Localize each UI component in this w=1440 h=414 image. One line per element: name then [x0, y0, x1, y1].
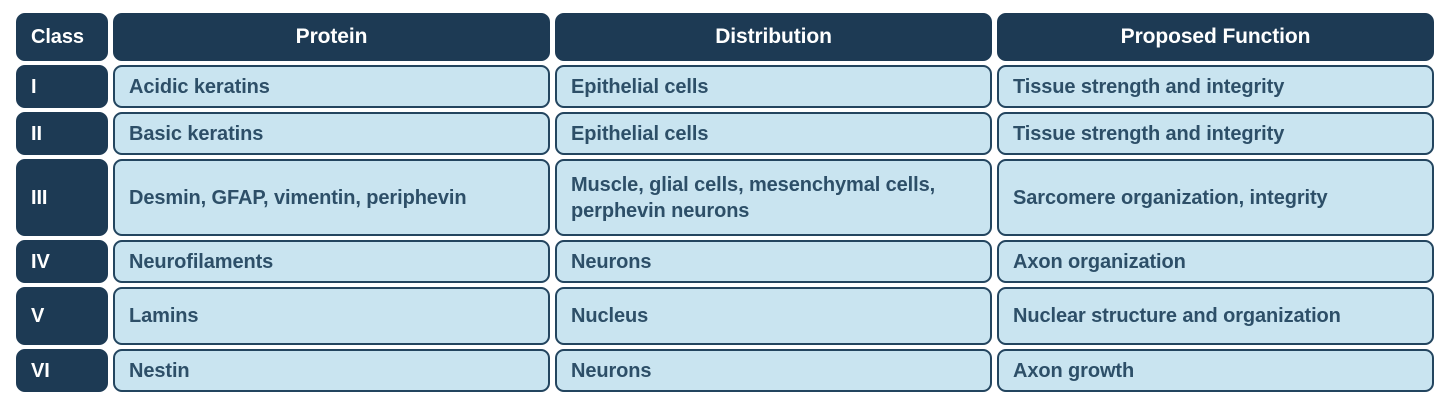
column-header-proposed-function-label: Proposed Function — [1120, 25, 1311, 49]
row-protein-label: Neurofilaments — [129, 250, 274, 273]
row-distribution-label: Nucleus — [571, 305, 649, 327]
column-header-protein-label: Protein — [295, 25, 368, 49]
row-class-cell: II — [16, 112, 108, 155]
row-distribution-label: Muscle, glial cells, mesenchymal cells, … — [571, 173, 936, 222]
row-class-label: VI — [31, 359, 50, 382]
table-header-row: Class Protein Distribution Proposed Func… — [16, 13, 1434, 61]
row-class-label: III — [31, 186, 48, 209]
row-protein-label: Acidic keratins — [129, 75, 270, 98]
table-row: IV Neurofilaments Neurons Axon organizat… — [16, 240, 1434, 283]
row-class-cell: IV — [16, 240, 108, 283]
row-function-label: Tissue strength and integrity — [1013, 122, 1285, 145]
row-class-label: V — [31, 305, 45, 327]
row-protein-label: Lamins — [129, 305, 199, 327]
row-distribution-cell: Epithelial cells — [555, 112, 992, 155]
row-function-label: Sarcomere organization, integrity — [1013, 186, 1328, 209]
table-row: V Lamins Nucleus Nuclear structure and o… — [16, 287, 1434, 345]
table-row: I Acidic keratins Epithelial cells Tissu… — [16, 65, 1434, 108]
row-distribution-label: Neurons — [571, 359, 652, 382]
column-header-distribution: Distribution — [555, 13, 992, 61]
row-class-label: I — [31, 75, 37, 98]
row-protein-cell: Neurofilaments — [113, 240, 550, 283]
row-function-cell: Nuclear structure and organization — [997, 287, 1434, 345]
row-function-label: Nuclear structure and organization — [1013, 305, 1341, 327]
row-function-cell: Axon growth — [997, 349, 1434, 392]
row-protein-cell: Acidic keratins — [113, 65, 550, 108]
row-protein-cell: Desmin, GFAP, vimentin, periphevin — [113, 159, 550, 236]
row-class-label: II — [31, 122, 42, 145]
column-header-distribution-label: Distribution — [715, 25, 832, 49]
row-function-label: Tissue strength and integrity — [1013, 75, 1285, 98]
row-class-cell: V — [16, 287, 108, 345]
row-class-cell: I — [16, 65, 108, 108]
row-function-label: Axon organization — [1013, 250, 1186, 273]
table-row: VI Nestin Neurons Axon growth — [16, 349, 1434, 392]
row-distribution-label: Neurons — [571, 250, 652, 273]
row-function-cell: Axon organization — [997, 240, 1434, 283]
row-function-cell: Tissue strength and integrity — [997, 112, 1434, 155]
row-class-cell: VI — [16, 349, 108, 392]
row-distribution-cell: Nucleus — [555, 287, 992, 345]
column-header-proposed-function: Proposed Function — [997, 13, 1434, 61]
row-protein-label: Desmin, GFAP, vimentin, periphevin — [129, 186, 467, 209]
row-function-cell: Tissue strength and integrity — [997, 65, 1434, 108]
table-grid: Class Protein Distribution Proposed Func… — [16, 13, 1434, 392]
row-function-label: Axon growth — [1013, 359, 1135, 382]
row-distribution-cell: Neurons — [555, 349, 992, 392]
row-distribution-label: Epithelial cells — [571, 75, 709, 98]
row-protein-label: Nestin — [129, 359, 190, 382]
row-protein-cell: Nestin — [113, 349, 550, 392]
column-header-class-label: Class — [31, 26, 84, 48]
row-distribution-cell: Neurons — [555, 240, 992, 283]
column-header-class: Class — [16, 13, 108, 61]
row-distribution-label: Epithelial cells — [571, 122, 709, 145]
row-protein-cell: Lamins — [113, 287, 550, 345]
table-row: II Basic keratins Epithelial cells Tissu… — [16, 112, 1434, 155]
row-protein-cell: Basic keratins — [113, 112, 550, 155]
row-class-label: IV — [31, 250, 50, 273]
row-protein-label: Basic keratins — [129, 122, 264, 145]
table-row: III Desmin, GFAP, vimentin, periphevin M… — [16, 159, 1434, 236]
row-distribution-cell: Muscle, glial cells, mesenchymal cells, … — [555, 159, 992, 236]
row-function-cell: Sarcomere organization, integrity — [997, 159, 1434, 236]
row-distribution-cell: Epithelial cells — [555, 65, 992, 108]
row-class-cell: III — [16, 159, 108, 236]
column-header-protein: Protein — [113, 13, 550, 61]
